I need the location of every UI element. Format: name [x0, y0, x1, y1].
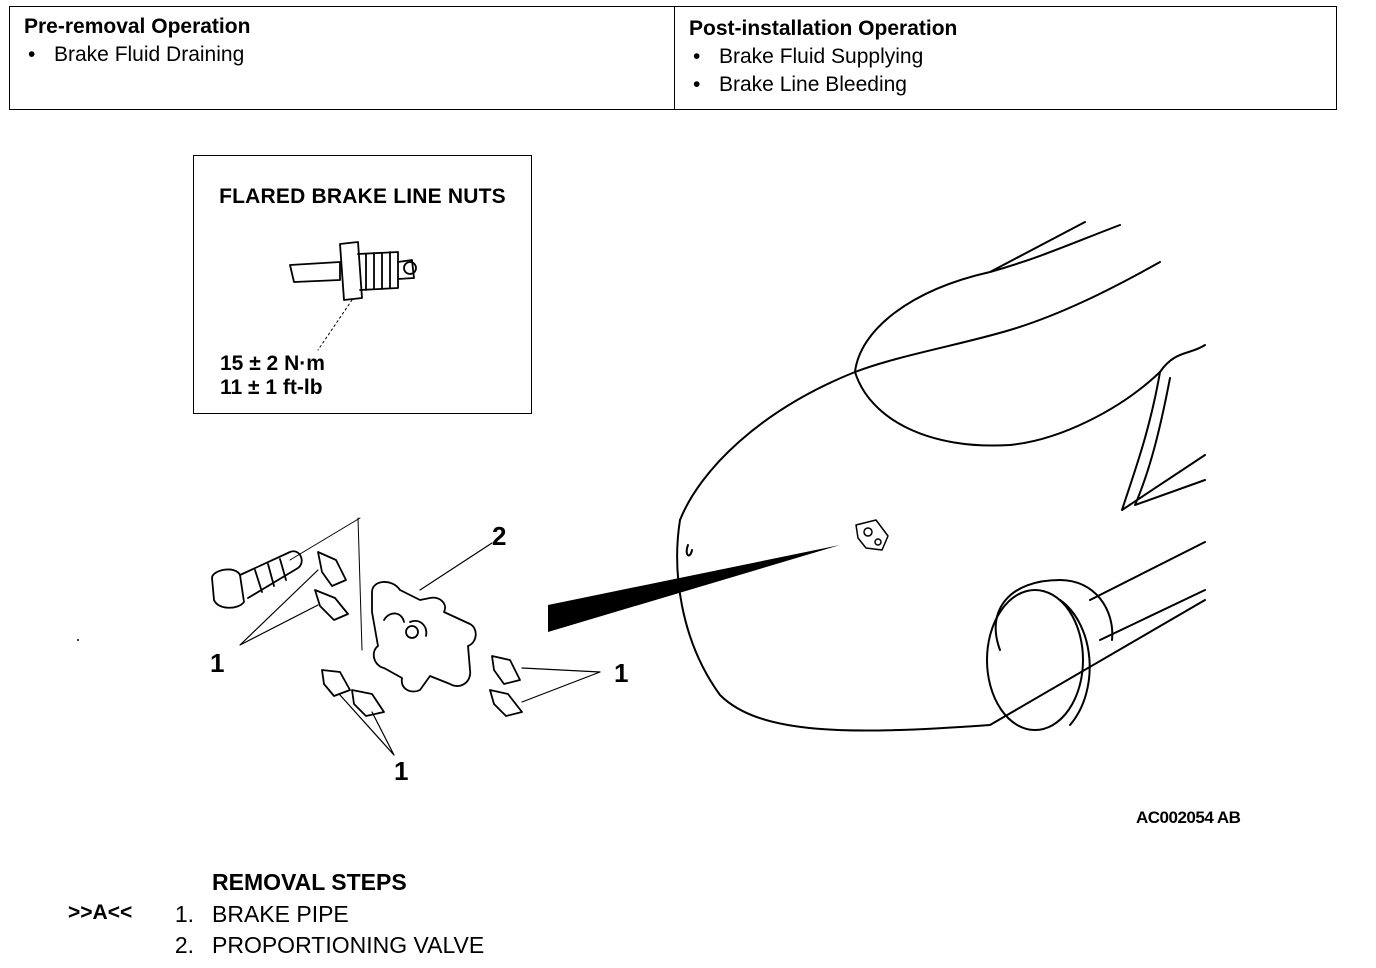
car-outline-drawing: [676, 221, 1206, 732]
callout-part-1-left: 1: [210, 648, 224, 678]
post-installation-item: Brake Line Bleeding: [689, 71, 1322, 99]
pre-removal-column: Pre-removal Operation Brake Fluid Draini…: [10, 7, 675, 109]
post-installation-item: Brake Fluid Supplying: [689, 43, 1322, 71]
callout-part-1-bottom: 1: [394, 756, 408, 786]
pre-removal-list: Brake Fluid Draining: [24, 41, 660, 69]
post-installation-heading: Post-installation Operation: [689, 17, 958, 40]
operations-table: Pre-removal Operation Brake Fluid Draini…: [9, 6, 1337, 110]
removal-steps-title: REMOVAL STEPS: [212, 869, 407, 895]
location-pointer-wedge: [548, 545, 840, 632]
step-service-ref: >>A<<: [68, 901, 133, 924]
pre-removal-item: Brake Fluid Draining: [24, 41, 660, 69]
torque-box-title: FLARED BRAKE LINE NUTS: [219, 185, 506, 208]
step-label: BRAKE PIPE: [212, 901, 349, 927]
torque-value-imperial: 11 ± 1 ft-lb: [220, 376, 323, 399]
step-number: 2.: [174, 932, 194, 958]
callout-part-2: 2: [492, 521, 506, 551]
callout-part-1-right: 1: [614, 658, 628, 688]
torque-value-metric: 15 ± 2 N·m: [220, 352, 325, 375]
figure-code: AC002054 AB: [1136, 808, 1241, 827]
callout-leaders: [239, 542, 601, 756]
step-number: 1.: [174, 901, 194, 927]
pre-removal-heading: Pre-removal Operation: [24, 15, 251, 38]
post-installation-list: Brake Fluid Supplying Brake Line Bleedin…: [689, 43, 1322, 99]
step-label: PROPORTIONING VALVE: [212, 932, 485, 958]
post-installation-column: Post-installation Operation Brake Fluid …: [675, 7, 1336, 109]
exploded-parts-drawing: [211, 517, 523, 717]
valve-location-drawing: [855, 519, 889, 551]
flare-nut-drawing: [289, 241, 417, 301]
torque-spec-box: FLARED BRAKE LINE NUTS 15 ± 2 N·m 11 ± 1…: [193, 155, 532, 414]
